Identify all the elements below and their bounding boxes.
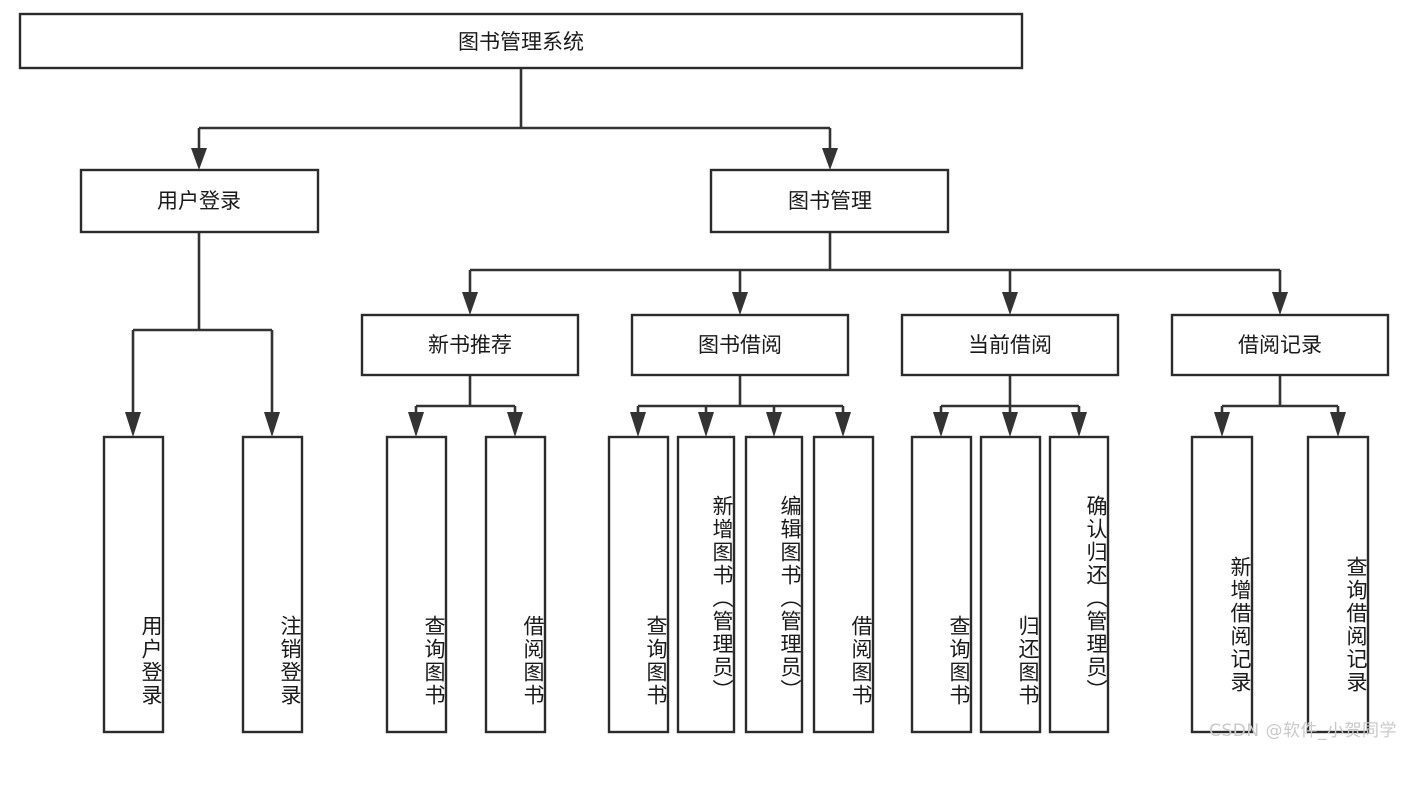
node-leaf-edit-book-box[interactable]: [744, 435, 804, 734]
node-leaf-query-book-2-box[interactable]: [607, 435, 670, 734]
node-book-borrow[interactable]: 图书借阅: [630, 313, 850, 377]
node-new-book-recommend-label: 新书推荐: [428, 333, 512, 357]
node-leaf-query-book-3-box[interactable]: [910, 435, 973, 734]
node-book-borrow-box[interactable]: [630, 313, 850, 377]
arrow-head-user-login: [191, 148, 207, 170]
node-current-borrow-box[interactable]: [900, 313, 1120, 377]
node-leaf-confirm-return-box[interactable]: [1048, 435, 1110, 734]
diagram-canvas: 图书管理系统 用户登录 图书管理 新书推荐 图书借阅 当前借阅 借阅记录: [18, 12, 1397, 741]
node-user-login[interactable]: 用户登录: [79, 168, 320, 234]
arrow-head-leaf-query-book-1: [408, 412, 424, 437]
node-root-box[interactable]: [18, 12, 1024, 70]
node-book-borrow-label: 图书借阅: [698, 333, 782, 357]
node-book-manage[interactable]: 图书管理: [709, 168, 950, 234]
arrow-head-leaf-borrow-book-1: [507, 412, 523, 437]
node-book-manage-label: 图书管理: [788, 189, 872, 213]
node-root-label: 图书管理系统: [458, 30, 584, 54]
arrow-head-current-borrow: [1002, 292, 1018, 315]
node-borrow-record[interactable]: 借阅记录: [1170, 313, 1390, 377]
node-current-borrow-label: 当前借阅: [968, 333, 1052, 357]
connector-group-user-login: [125, 232, 280, 437]
arrow-head-new-book-recommend: [462, 292, 478, 315]
node-leaf-query-book-1-box[interactable]: [385, 435, 448, 734]
arrow-head-leaf-query-record: [1330, 412, 1346, 437]
arrow-head-leaf-edit-book: [766, 412, 782, 437]
node-user-login-label: 用户登录: [157, 189, 241, 213]
node-leaf-query-record-box[interactable]: [1306, 435, 1370, 734]
arrow-head-leaf-query-book-3: [933, 412, 949, 437]
connector-group-root: [191, 68, 838, 170]
arrow-head-leaf-add-book: [698, 412, 714, 437]
arrow-head-leaf-return-book: [1002, 412, 1018, 437]
connector-group-borrow-record: [1214, 375, 1346, 437]
arrow-head-leaf-user-logout: [264, 412, 280, 437]
arrow-head-leaf-borrow-book-2: [835, 412, 851, 437]
node-leaf-return-book-box[interactable]: [979, 435, 1042, 734]
connector-group-current-borrow: [933, 375, 1087, 437]
arrow-head-leaf-user-login: [125, 412, 141, 437]
arrow-head-leaf-confirm-return: [1071, 412, 1087, 437]
node-leaf-add-book-box[interactable]: [676, 435, 736, 734]
node-new-book-recommend-box[interactable]: [360, 313, 580, 377]
arrow-head-book-manage: [822, 148, 838, 170]
connector-group-book-manage: [462, 232, 1288, 315]
connector-group-book-borrow: [630, 375, 851, 437]
node-leaf-user-login-box[interactable]: [102, 435, 165, 734]
arrow-head-borrow-record: [1272, 292, 1288, 315]
connector-group-new-book-recommend: [408, 375, 523, 437]
node-book-manage-box[interactable]: [709, 168, 950, 234]
arrow-head-leaf-query-book-2: [630, 412, 646, 437]
arrow-head-leaf-add-record: [1214, 412, 1230, 437]
node-current-borrow[interactable]: 当前借阅: [900, 313, 1120, 377]
node-user-login-box[interactable]: [79, 168, 320, 234]
arrow-head-book-borrow: [732, 292, 748, 315]
node-borrow-record-label: 借阅记录: [1238, 333, 1322, 357]
tree-diagram-svg: 图书管理系统 用户登录 图书管理 新书推荐 图书借阅 当前借阅 借阅记录: [18, 12, 1390, 734]
csdn-watermark: CSDN @软件_小贺同学: [1209, 721, 1397, 741]
node-root[interactable]: 图书管理系统: [18, 12, 1024, 70]
node-new-book-recommend[interactable]: 新书推荐: [360, 313, 580, 377]
node-borrow-record-box[interactable]: [1170, 313, 1390, 377]
node-leaf-borrow-book-2-box[interactable]: [812, 435, 875, 734]
node-leaf-add-record-box[interactable]: [1190, 435, 1254, 734]
node-leaf-borrow-book-1-box[interactable]: [484, 435, 547, 734]
node-leaf-user-logout-box[interactable]: [241, 435, 304, 734]
